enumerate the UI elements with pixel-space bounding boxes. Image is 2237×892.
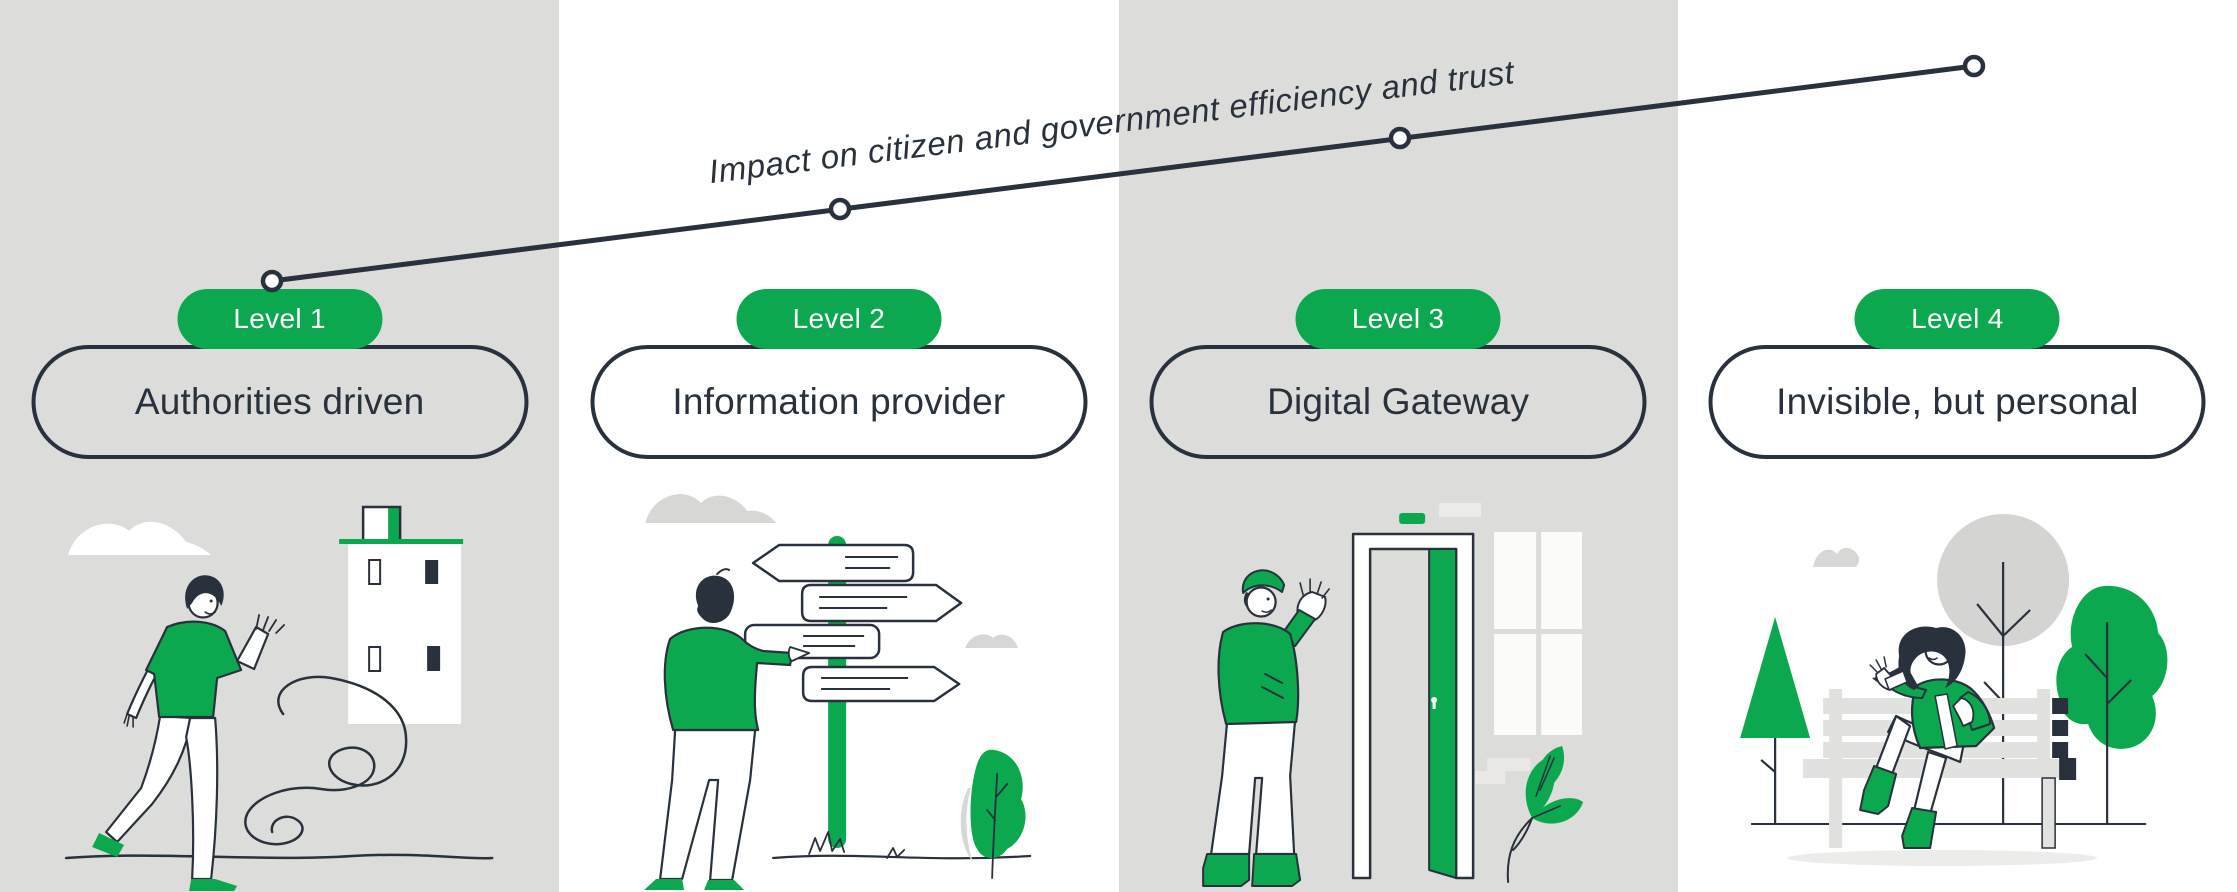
bench-shadow — [1786, 850, 2097, 866]
level-1-badge: Level 1 — [177, 289, 383, 349]
signpost-sign — [752, 543, 915, 583]
grass-icon — [808, 831, 906, 859]
information-provider-illustration — [644, 494, 1032, 890]
ground-line — [64, 853, 494, 860]
level-2-badge: Level 2 — [736, 289, 942, 349]
authority-building — [339, 505, 464, 724]
level-1-title: Authorities driven — [134, 381, 425, 422]
cloud-icon — [68, 521, 212, 555]
level-4-title-box: Invisible, but personal — [1708, 345, 2206, 459]
level-4-badge: Level 4 — [1854, 289, 2060, 349]
boot-icon — [1201, 853, 1250, 887]
level-3-badge: Level 3 — [1295, 289, 1501, 349]
boot-icon — [1250, 853, 1301, 887]
brick — [1474, 771, 1505, 784]
sitting-woman — [1858, 626, 1995, 849]
round-tree-icon — [1936, 514, 2069, 824]
level-3-title: Digital Gateway — [1267, 381, 1530, 422]
boot-icon — [1858, 765, 1897, 815]
pine-tree-icon — [1739, 617, 1810, 824]
blob-tree-icon — [2056, 585, 2168, 824]
bush-icon — [960, 749, 1026, 879]
level-4-title: Invisible, but personal — [1776, 381, 2139, 422]
cloud-icon — [645, 494, 777, 523]
window — [1493, 532, 1582, 735]
authorities-driven-illustration — [64, 505, 494, 891]
level-2-title: Information provider — [672, 381, 1006, 422]
brick — [1486, 758, 1530, 771]
open-door — [1351, 532, 1474, 880]
level-3-column: Level 3 Digital Gateway — [1118, 0, 1678, 892]
cloud-icon — [1812, 547, 1859, 567]
invisible-but-personal-illustration — [1739, 514, 2168, 866]
level-3-title-box: Digital Gateway — [1149, 345, 1647, 459]
scribble-path — [244, 675, 408, 846]
signpost-sign — [802, 665, 961, 703]
digital-gateway-illustration — [1201, 503, 1583, 887]
waving-person — [1201, 569, 1330, 887]
cap-icon — [1241, 569, 1285, 594]
shoe-icon — [704, 880, 745, 890]
boot-icon — [1900, 807, 1937, 849]
walking-person — [92, 575, 286, 891]
shoe-icon — [644, 879, 685, 890]
signpost-sign — [801, 583, 963, 623]
cloud-icon — [965, 634, 1019, 648]
shoe-icon — [92, 833, 125, 857]
pointing-person — [644, 568, 811, 890]
level-2-title-box: Information provider — [590, 345, 1088, 459]
level-4-column: Level 4 Invisible, but personal — [1677, 0, 2237, 892]
level-2-column: Level 2 Information provider — [559, 0, 1119, 892]
door-lamp — [1398, 513, 1425, 524]
level-1-column: Level 1 Authorities driven — [0, 0, 560, 892]
level-1-title-box: Authorities driven — [31, 345, 529, 459]
plant-icon — [1506, 746, 1583, 883]
transom-panel — [1438, 503, 1481, 517]
shoe-icon — [189, 879, 238, 891]
scarf-icon — [1884, 670, 1908, 691]
